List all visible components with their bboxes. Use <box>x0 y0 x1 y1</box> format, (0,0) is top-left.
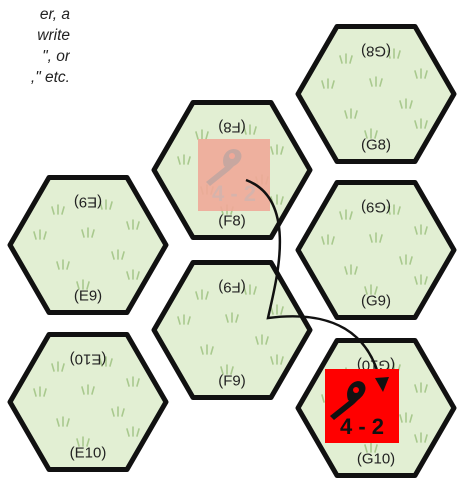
unit-counter[interactable]: 4 - 2 <box>325 369 399 443</box>
rules-line-1: er, a <box>39 6 70 23</box>
movement-arrow <box>245 178 393 403</box>
rules-line-3: ", or <box>42 48 70 65</box>
hex-label-bottom: (E10) <box>70 445 107 462</box>
hex-label-bottom: (E9) <box>74 288 102 305</box>
hex-g9[interactable]: (G9) (G9) <box>295 180 457 320</box>
hex-e10[interactable]: (E10) (E10) <box>7 332 169 472</box>
hex-shape <box>295 180 457 320</box>
hex-label-top: (G8) <box>361 42 391 59</box>
hex-label-top: (E9) <box>74 193 102 210</box>
rules-line-4: ," etc. <box>30 69 70 86</box>
hex-label-top: (F8) <box>218 118 246 135</box>
hex-f9[interactable]: (F9) (F9) <box>151 260 313 400</box>
hex-label-top: (F9) <box>218 278 246 295</box>
arrow-tip <box>375 377 389 392</box>
hex-shape <box>7 332 169 472</box>
unit-ghost-counter[interactable]: 4 - 2 <box>198 139 270 211</box>
hex-shape <box>7 175 169 315</box>
cavalry-horse-icon <box>206 148 242 186</box>
hex-label-top: (G9) <box>361 198 391 215</box>
rules-line-2: write <box>37 27 70 44</box>
hex-g8[interactable]: (G8) (G8) <box>295 24 457 164</box>
hex-label-bottom: (G9) <box>361 293 391 310</box>
hex-shape <box>151 260 313 400</box>
unit-strength: 4 - 2 <box>340 414 384 439</box>
hex-label-bottom: (G8) <box>361 137 391 154</box>
hex-shape <box>295 24 457 164</box>
hex-label-bottom: (G10) <box>357 451 395 468</box>
hex-label-bottom: (F8) <box>218 213 246 230</box>
hex-label-bottom: (F9) <box>218 373 246 390</box>
cavalry-horse-icon <box>330 374 366 420</box>
hex-e9[interactable]: (E9) (E9) <box>7 175 169 315</box>
unit-ghost-strength: 4 - 2 <box>212 181 256 206</box>
rules-text-fragment: er, a write ", or ," etc. <box>0 4 70 88</box>
hex-label-top: (E10) <box>70 350 107 367</box>
